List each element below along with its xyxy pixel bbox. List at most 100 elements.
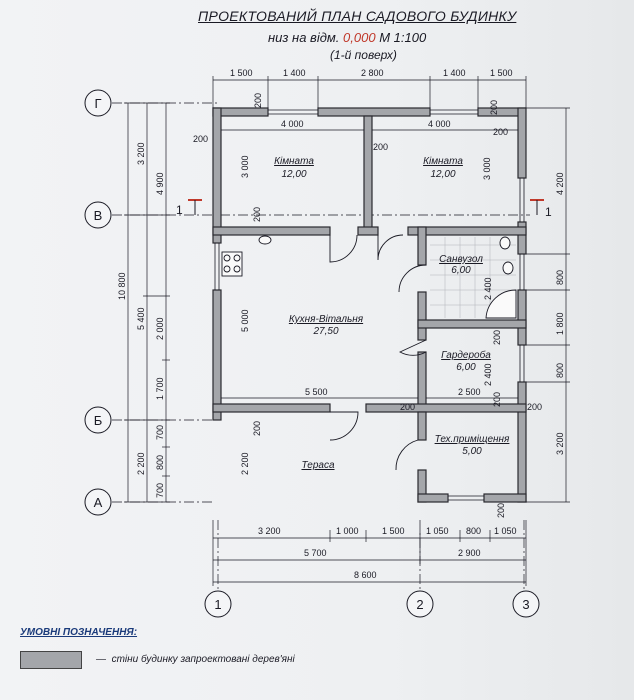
dim-int-wardrobe: 2 500 <box>458 387 481 397</box>
dim-int-3000a: 3 000 <box>240 155 250 178</box>
dim-int-200k: 200 <box>492 392 502 407</box>
dimension-texts: 1 500 1 400 2 800 1 400 1 500 3 200 1 00… <box>117 68 565 580</box>
axis-row-v: В <box>94 208 103 223</box>
room-tech-area: 5,00 <box>462 446 482 457</box>
legend-dash: — <box>96 654 106 665</box>
section-label-right: 1 <box>545 205 552 219</box>
axis-labels: Г В Б А 1 2 3 <box>94 96 530 612</box>
dim-int-200f: 200 <box>253 93 263 108</box>
door-tech <box>395 439 419 471</box>
wall-top-mid <box>317 107 431 117</box>
axis-row-b: Б <box>94 413 103 428</box>
room-1-name: Кімната <box>274 156 314 167</box>
shower-icon <box>485 289 517 319</box>
fixtures <box>221 235 517 319</box>
wall-b-right <box>365 403 527 413</box>
level-value: 0,000 <box>343 30 376 45</box>
washbasin-icon <box>502 261 514 275</box>
dim-int-200i: 200 <box>252 421 262 436</box>
wall-rooms-bottom-mid <box>357 226 379 236</box>
stove-icon <box>221 251 243 277</box>
axis-bubbles <box>84 89 540 618</box>
section-label-left: 1 <box>176 203 183 217</box>
legend-title: УМОВНІ ПОЗНАЧЕННЯ: <box>20 627 138 638</box>
dim-left3-1: 4 900 <box>155 172 165 195</box>
dim-bot2-2: 2 900 <box>458 548 481 558</box>
legend-wall-swatch <box>20 651 82 669</box>
axis-row-g: Г <box>94 96 101 111</box>
dim-top-1: 1 500 <box>230 68 253 78</box>
wall-right-upper <box>517 107 527 179</box>
dim-int-3000b: 3 000 <box>482 157 492 180</box>
wall-right-mid2 <box>517 289 527 346</box>
room-2-name: Кімната <box>423 156 463 167</box>
wall-tech-left-upper <box>417 411 427 441</box>
dim-int-200m: 200 <box>496 503 506 518</box>
room-wardrobe-name: Гардероба <box>441 349 491 361</box>
door-room2 <box>377 234 404 261</box>
wall-tech-bottom-right <box>483 493 527 503</box>
dim-int-200d: 200 <box>400 402 415 412</box>
dim-bot1-1: 3 200 <box>258 526 281 536</box>
wall-right-lower <box>517 381 527 503</box>
level-prefix: низ на відм. <box>268 30 340 45</box>
dim-top-3: 2 800 <box>361 68 384 78</box>
dim-right-2: 800 <box>555 270 565 285</box>
wall-bath-bottom <box>417 319 527 329</box>
dim-int-2200: 2 200 <box>240 452 250 475</box>
room-kitchen-name: Кухня-Вітальня <box>289 314 364 325</box>
wall-rooms-bottom-left <box>212 226 331 236</box>
legend-text: — стіни будинку запроектовані дерев'яні <box>96 654 295 665</box>
door-bath <box>398 264 427 293</box>
dim-int-2400a: 2 400 <box>483 277 493 300</box>
dim-top-4: 1 400 <box>443 68 466 78</box>
plan-title: ПРОЕКТОВАНИЙ ПЛАН САДОВОГО БУДИНКУ <box>198 8 517 24</box>
dim-bot1-2: 1 000 <box>336 526 359 536</box>
walls <box>212 107 527 503</box>
dim-right-3: 1 800 <box>555 312 565 335</box>
door-terrace <box>329 411 359 441</box>
dim-int-5000: 5 000 <box>240 309 250 332</box>
wall-left-lower <box>212 289 222 421</box>
dim-left3-6: 700 <box>155 483 165 498</box>
wall-tech-bottom-left <box>417 493 449 503</box>
toilet-icon <box>499 236 511 250</box>
dim-bot-total: 8 600 <box>354 570 377 580</box>
dim-left3-4: 700 <box>155 425 165 440</box>
level-line: низ на відм. 0,000 М 1:100 <box>268 30 426 45</box>
axis-col-2: 2 <box>416 597 423 612</box>
dim-int-200e: 200 <box>527 402 542 412</box>
dim-left-1: 3 200 <box>136 142 146 165</box>
door-room1 <box>329 234 358 263</box>
room-bath-area: 6,00 <box>451 265 471 276</box>
room-labels: Кімната 12,00 Кімната 12,00 Санвузол 6,0… <box>274 156 510 471</box>
dim-bot1-6: 1 050 <box>494 526 517 536</box>
dim-int-200a: 200 <box>193 134 208 144</box>
dim-right-5: 3 200 <box>555 432 565 455</box>
axis-row-a: А <box>94 495 103 510</box>
wall-right-mid <box>517 221 527 255</box>
dim-int-2400b: 2 400 <box>483 363 493 386</box>
dim-int-room1: 4 000 <box>281 119 304 129</box>
room-wardrobe-area: 6,00 <box>456 362 476 373</box>
room-1-area: 12,00 <box>281 169 306 180</box>
dim-left-2: 5 400 <box>136 307 146 330</box>
dim-bot1-4: 1 050 <box>426 526 449 536</box>
dim-int-200h: 200 <box>252 207 262 222</box>
dim-top-5: 1 500 <box>490 68 513 78</box>
room-terrace-name: Тераса <box>301 460 334 471</box>
dim-int-200j: 200 <box>492 330 502 345</box>
dim-left3-5: 800 <box>155 455 165 470</box>
dim-bot1-3: 1 500 <box>382 526 405 536</box>
wall-bath-left-lower <box>417 291 427 341</box>
dim-left3-2: 2 000 <box>155 317 165 340</box>
axis-col-3: 3 <box>522 597 529 612</box>
legend-description: стіни будинку запроектовані дерев'яні <box>111 654 295 665</box>
room-kitchen-area: 27,50 <box>312 326 338 337</box>
dim-left-total: 10 800 <box>117 272 127 300</box>
room-bath-name: Санвузол <box>439 254 483 265</box>
dim-left-3: 2 200 <box>136 452 146 475</box>
dim-int-200b: 200 <box>373 142 388 152</box>
